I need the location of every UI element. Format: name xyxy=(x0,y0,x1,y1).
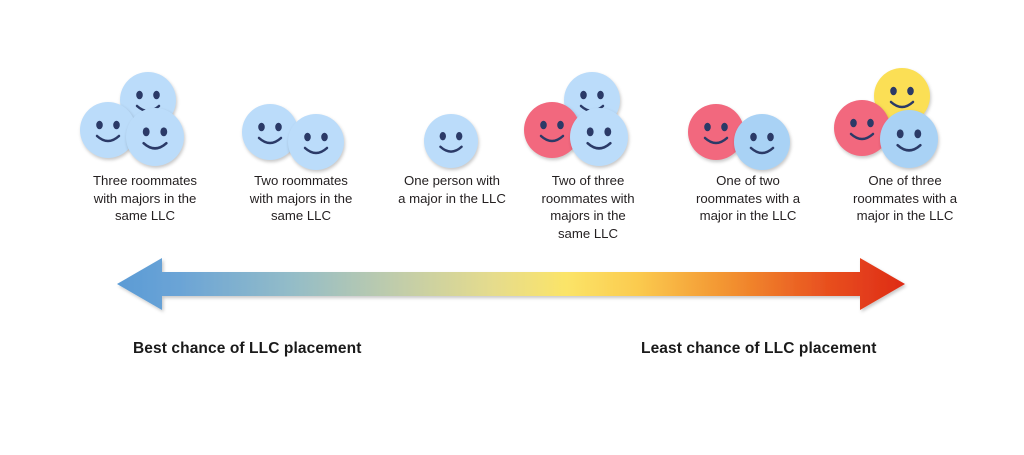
face-yellow xyxy=(874,68,930,124)
group-caption: Two roommates with majors in the same LL… xyxy=(249,173,353,223)
face-blue xyxy=(734,114,790,170)
group-caption: Two of three roommates with majors in th… xyxy=(541,173,635,241)
face-cluster xyxy=(62,60,228,168)
group-one-of-three-major-llc: One of three roommates with a major in t… xyxy=(826,60,984,250)
group-caption: One of three roommates with a major in t… xyxy=(852,173,958,223)
face-cluster xyxy=(672,60,824,170)
arrow-svg xyxy=(117,258,905,310)
face-cluster xyxy=(376,60,528,168)
axis-label-best-chance: Best chance of LLC placement xyxy=(133,340,362,357)
group-two-of-three-same-llc: Two of three roommates with majors in th… xyxy=(518,60,658,250)
face-red xyxy=(834,100,890,156)
group-caption: One person with a major in the LLC xyxy=(398,173,506,206)
face-cluster xyxy=(518,60,658,168)
gradient-scale-arrow xyxy=(0,252,1024,318)
face-blue xyxy=(288,114,344,170)
group-caption: One of two roommates with a major in the… xyxy=(695,173,801,223)
face-cluster xyxy=(222,60,380,170)
groups-row: Three roommates with majors in the same … xyxy=(0,60,1024,250)
face-red xyxy=(524,102,580,158)
group-caption: Three roommates with majors in the same … xyxy=(92,173,198,223)
face-blue xyxy=(242,104,298,160)
group-three-roommates-same-llc: Three roommates with majors in the same … xyxy=(62,60,228,250)
group-two-roommates-same-llc: Two roommates with majors in the same LL… xyxy=(222,60,380,250)
face-red xyxy=(688,104,744,160)
arrow-shape xyxy=(117,258,905,310)
face-blue xyxy=(424,114,478,168)
face-blue xyxy=(880,110,938,168)
face-blue xyxy=(126,108,184,166)
group-one-of-two-major-llc: One of two roommates with a major in the… xyxy=(672,60,824,250)
axis-label-least-chance: Least chance of LLC placement xyxy=(641,340,877,357)
group-one-person-major-llc: One person with a major in the LLC xyxy=(376,60,528,250)
face-blue xyxy=(570,108,628,166)
face-blue xyxy=(80,102,136,158)
face-cluster xyxy=(826,60,984,168)
